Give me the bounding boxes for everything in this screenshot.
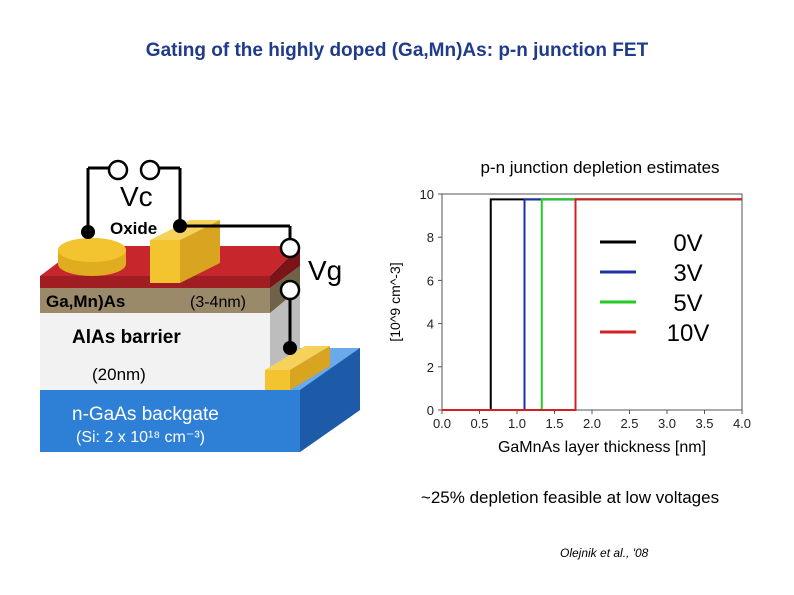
vc-label: Vc bbox=[120, 181, 153, 212]
backgate-doping: (Si: 2 x 10¹⁸ cm⁻³) bbox=[76, 429, 205, 446]
x-tick-label: 1.5 bbox=[545, 416, 563, 431]
backgate-contact-side bbox=[290, 346, 330, 390]
device-schematic: Vc Vg Oxide Ga,Mn)As (3-4nm) AlAs barrie… bbox=[40, 159, 360, 452]
y-tick-label: 8 bbox=[427, 230, 434, 245]
y-tick-label: 0 bbox=[427, 403, 434, 418]
x-tick-label: 3.0 bbox=[658, 416, 676, 431]
y-tick-label: 4 bbox=[427, 317, 434, 332]
gamnas-thickness: (3-4nm) bbox=[190, 294, 246, 311]
barrier-label: AlAs barrier bbox=[72, 327, 181, 348]
series-line-10V bbox=[442, 198, 742, 411]
barrier-thickness: (20nm) bbox=[92, 365, 146, 384]
depletion-note: ~25% depletion feasible at low voltages bbox=[420, 488, 720, 507]
backgate-contact-top bbox=[265, 346, 330, 370]
gate-contact-front bbox=[150, 240, 180, 283]
y-tick-label: 2 bbox=[427, 360, 434, 375]
backgate-contact-front bbox=[265, 370, 290, 390]
gamnas-label: Ga,Mn)As bbox=[46, 292, 125, 311]
vc-terminal-right bbox=[139, 159, 161, 181]
x-tick-label: 3.5 bbox=[695, 416, 713, 431]
gate-contact-side bbox=[180, 220, 220, 283]
vg-terminal-bottom bbox=[279, 279, 301, 301]
legend-label-5V: 5V bbox=[673, 290, 702, 317]
backgate-label: n-GaAs backgate bbox=[72, 404, 219, 425]
x-axis-label: GaMnAs layer thickness [nm] bbox=[498, 439, 706, 456]
vc-terminal-left bbox=[107, 159, 129, 181]
vg-label: Vg bbox=[308, 255, 342, 286]
legend-label-10V: 10V bbox=[667, 320, 710, 347]
backgate-side bbox=[300, 348, 360, 452]
vg-terminal-top bbox=[279, 237, 301, 259]
y-tick-label: 6 bbox=[427, 273, 434, 288]
device-diagram: Vc Vg Oxide Ga,Mn)As (3-4nm) AlAs barrie… bbox=[40, 158, 370, 458]
x-tick-label: 1.0 bbox=[508, 416, 526, 431]
x-tick-label: 2.0 bbox=[583, 416, 601, 431]
chart-title: p-n junction depletion estimates bbox=[480, 158, 720, 177]
x-tick-label: 0.0 bbox=[433, 416, 451, 431]
x-tick-label: 2.5 bbox=[620, 416, 638, 431]
oxide-label: Oxide bbox=[110, 219, 157, 238]
gamnas-front bbox=[40, 288, 270, 313]
depletion-chart: 0.0 0.5 1.0 1.5 2.0 2.5 3.0 3.5 4.0 0 2 4 6 8 10GaMnAs… bbox=[387, 187, 751, 456]
y-tick-label: 10 bbox=[420, 187, 434, 202]
legend-label-0V: 0V bbox=[673, 230, 702, 257]
y-axis-label: [10^9 cm^-3] bbox=[387, 262, 403, 341]
x-tick-label: 4.0 bbox=[733, 416, 751, 431]
plot-frame bbox=[441, 193, 743, 411]
vc-contact-left bbox=[81, 225, 95, 239]
barrier-front bbox=[40, 313, 270, 390]
slide-title: Gating of the highly doped (Ga,Mn)As: p-… bbox=[145, 40, 649, 61]
legend-label-3V: 3V bbox=[673, 260, 702, 287]
x-tick-label: 0.5 bbox=[470, 416, 488, 431]
vg-contact bbox=[283, 341, 297, 355]
citation: Olejnik et al., '08 bbox=[560, 546, 649, 560]
